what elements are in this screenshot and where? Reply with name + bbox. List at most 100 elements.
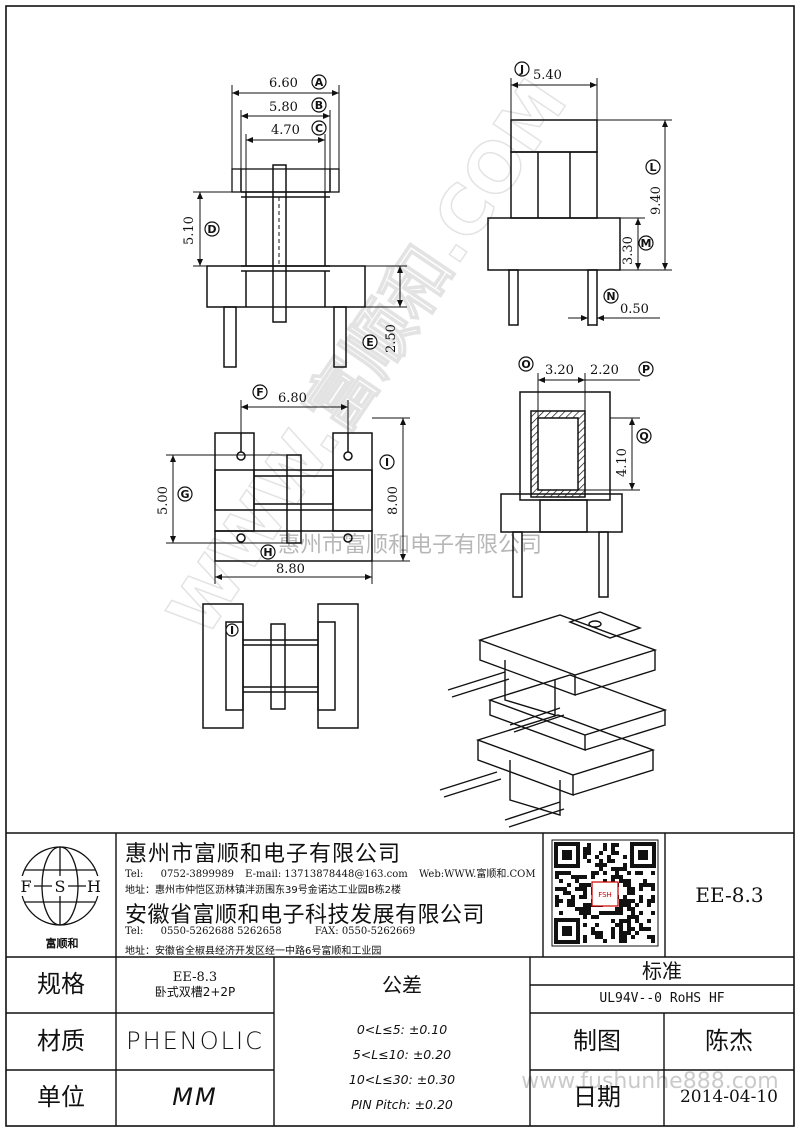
qr-module [615, 875, 619, 879]
qr-module [635, 931, 639, 935]
qr-module [583, 855, 587, 859]
qr-module [611, 927, 615, 931]
qr-module [619, 903, 623, 907]
ref-marker-p: P [638, 361, 654, 377]
unit-value: MM [172, 1083, 218, 1112]
qr-module [651, 935, 655, 939]
qr-module [599, 851, 603, 855]
title-block-grid [6, 832, 794, 1126]
qr-module [651, 895, 655, 899]
qr-module [611, 875, 615, 879]
qr-module [579, 883, 583, 887]
qr-module [623, 939, 627, 943]
qr-module [595, 931, 599, 935]
qr-module [583, 911, 587, 915]
qr-module [571, 903, 575, 907]
qr-module [587, 843, 591, 847]
qr-module [607, 859, 611, 863]
qr-module [575, 879, 579, 883]
qr-module [639, 911, 643, 915]
dim-value-p: 2.20 [590, 363, 619, 378]
part-code: EE-8.3 [695, 882, 764, 907]
qr-module [635, 903, 639, 907]
watermark: WWW.富顺和.COM [153, 65, 584, 650]
svg-text:J: J [519, 63, 524, 76]
qr-module [635, 871, 639, 875]
qr-module [619, 939, 623, 943]
svg-text:E: E [366, 336, 374, 349]
svg-text:A: A [315, 76, 324, 89]
watermark-url: www.fushunhe888.com [521, 1069, 778, 1094]
qr-module [611, 859, 615, 863]
qr-module [587, 851, 591, 855]
ref-marker-f: F [252, 384, 268, 400]
ref-marker-a: A [311, 74, 327, 90]
spec-label: 规格 [37, 970, 85, 999]
logo-letter-s: S [55, 877, 66, 896]
qr-module [583, 935, 587, 939]
tolerance-item: PIN Pitch: ±0.20 [351, 1097, 453, 1112]
qr-module [583, 891, 587, 895]
qr-module [651, 871, 655, 875]
spec-line-1: EE-8.3 [172, 969, 218, 985]
standard-label: 标准 [642, 958, 682, 983]
qr-module [567, 899, 571, 903]
qr-module [595, 935, 599, 939]
tolerance-item: 10<L≤30: ±0.30 [348, 1072, 456, 1087]
qr-module [623, 899, 627, 903]
qr-module [631, 911, 635, 915]
company2-tel-label: Tel: [125, 926, 144, 937]
qr-module [619, 907, 623, 911]
svg-text:O: O [521, 358, 530, 371]
qr-module [599, 867, 603, 871]
qr-module [599, 935, 603, 939]
tolerance-item: 0<L≤5: ±0.10 [356, 1022, 448, 1037]
qr-module [627, 923, 631, 927]
company2-contact: Tel: 0550-5262688 5262658 FAX: 0550-5262… [125, 926, 415, 937]
qr-module [603, 871, 607, 875]
qr-module [611, 847, 615, 851]
material-label: 材质 [37, 1026, 85, 1055]
qr-module [595, 863, 599, 867]
qr-module [615, 911, 619, 915]
qr-module [615, 907, 619, 911]
qr-module [623, 855, 627, 859]
spec-line-2: 卧式双槽2+2P [154, 984, 236, 999]
qr-module [579, 875, 583, 879]
qr-module [627, 919, 631, 923]
top-view [202, 603, 359, 729]
qr-module [631, 915, 635, 919]
qr-module [623, 895, 627, 899]
ref-marker-d: D [204, 221, 220, 237]
bottom-view [214, 432, 373, 562]
qr-module [639, 883, 643, 887]
dim-value-i: 8.00 [386, 486, 401, 515]
qr-module [643, 927, 647, 931]
qr-module [627, 915, 631, 919]
qr-module [555, 875, 559, 879]
dim-value-n: 0.50 [620, 302, 649, 317]
qr-module [639, 899, 643, 903]
qr-module [623, 919, 627, 923]
qr-module [583, 895, 587, 899]
qr-module [583, 939, 587, 943]
svg-text:P: P [642, 363, 650, 376]
qr-module [647, 919, 651, 923]
svg-text:I: I [230, 624, 234, 637]
qr-module [595, 855, 599, 859]
qr-module [647, 899, 651, 903]
qr-module [587, 847, 591, 851]
qr-module [583, 875, 587, 879]
qr-module [623, 931, 627, 935]
qr-module [559, 911, 563, 915]
qr-module [631, 899, 635, 903]
qr-module [631, 935, 635, 939]
ref-marker-b: B [311, 97, 327, 113]
dim-value-d: 5.10 [182, 216, 197, 245]
ref-marker-top-i: I [225, 623, 239, 637]
logo-letter-f: F [20, 877, 31, 896]
dim-value-q: 4.10 [615, 448, 630, 477]
standard-value: UL94V--0 RoHS HF [599, 990, 725, 1006]
qr-module [603, 879, 607, 883]
ref-marker-h: H [260, 544, 276, 560]
